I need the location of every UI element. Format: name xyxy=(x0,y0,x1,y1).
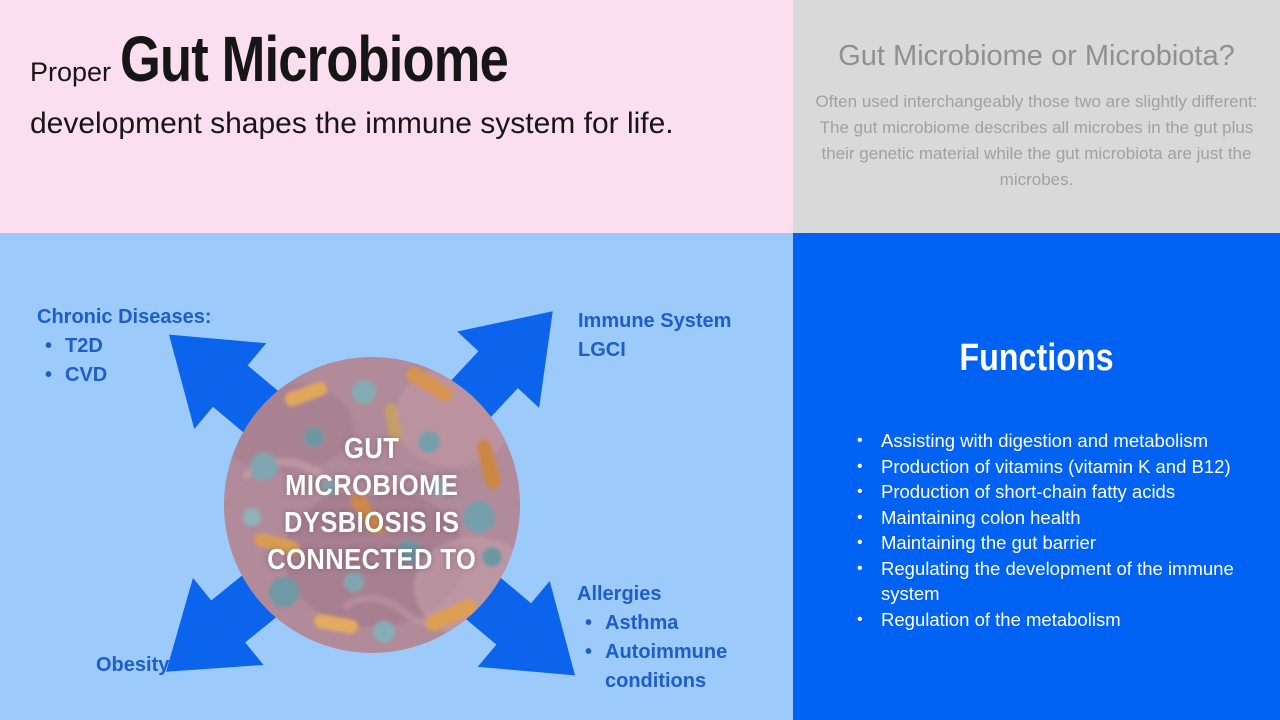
list-item: T2D xyxy=(37,332,212,361)
list-item: CVD xyxy=(37,361,212,390)
functions-panel: Functions Assisting with digestion and m… xyxy=(793,233,1280,720)
list-item: Assisting with digestion and metabolism xyxy=(855,428,1256,454)
list-item: Production of vitamins (vitamin K and B1… xyxy=(855,454,1256,480)
allergies-list: Asthma Autoimmune conditions xyxy=(577,609,747,696)
definition-heading: Gut Microbiome or Microbiota? xyxy=(838,40,1235,72)
intro-panel: Proper Gut Microbiome development shapes… xyxy=(0,0,793,233)
functions-list: Assisting with digestion and metabolism … xyxy=(793,428,1280,632)
list-item: Autoimmune conditions xyxy=(577,638,747,696)
list-item: Regulation of the metabolism xyxy=(855,607,1256,633)
title-prefix: Proper xyxy=(30,57,112,87)
label-obesity: Obesity xyxy=(96,654,170,676)
list-item: Regulating the development of the immune… xyxy=(855,556,1256,607)
list-item: Asthma xyxy=(577,609,747,638)
list-item: Maintaining colon health xyxy=(855,505,1256,531)
label-immune-system: Immune System LGCI xyxy=(578,310,732,361)
hub-caption-text: GUT MICROBIOME DYSBIOSIS IS CONNECTED TO xyxy=(267,433,477,576)
diagram-panel: GUT MICROBIOME DYSBIOSIS IS CONNECTED TO… xyxy=(0,233,793,720)
title-suffix: development shapes the immune system for… xyxy=(30,107,674,140)
functions-heading: Functions xyxy=(959,337,1114,379)
title-line-1: Proper Gut Microbiome xyxy=(30,22,710,96)
allergies-heading: Allergies xyxy=(577,583,662,605)
definition-panel: Gut Microbiome or Microbiota? Often used… xyxy=(793,0,1280,233)
list-item: Maintaining the gut barrier xyxy=(855,530,1256,556)
label-allergies: Allergies Asthma Autoimmune conditions xyxy=(577,580,747,696)
chronic-heading: Chronic Diseases: xyxy=(37,306,212,328)
chronic-list: T2D CVD xyxy=(37,332,212,390)
list-item: Production of short-chain fatty acids xyxy=(855,479,1256,505)
hub-caption: GUT MICROBIOME DYSBIOSIS IS CONNECTED TO xyxy=(224,357,520,653)
label-chronic-diseases: Chronic Diseases: T2D CVD xyxy=(37,303,212,390)
title-emphasis: Gut Microbiome xyxy=(119,23,509,95)
definition-body: Often used interchangeably those two are… xyxy=(815,92,1258,189)
hub-circle: GUT MICROBIOME DYSBIOSIS IS CONNECTED TO xyxy=(224,357,520,653)
page-title: Proper Gut Microbiome development shapes… xyxy=(30,22,710,147)
